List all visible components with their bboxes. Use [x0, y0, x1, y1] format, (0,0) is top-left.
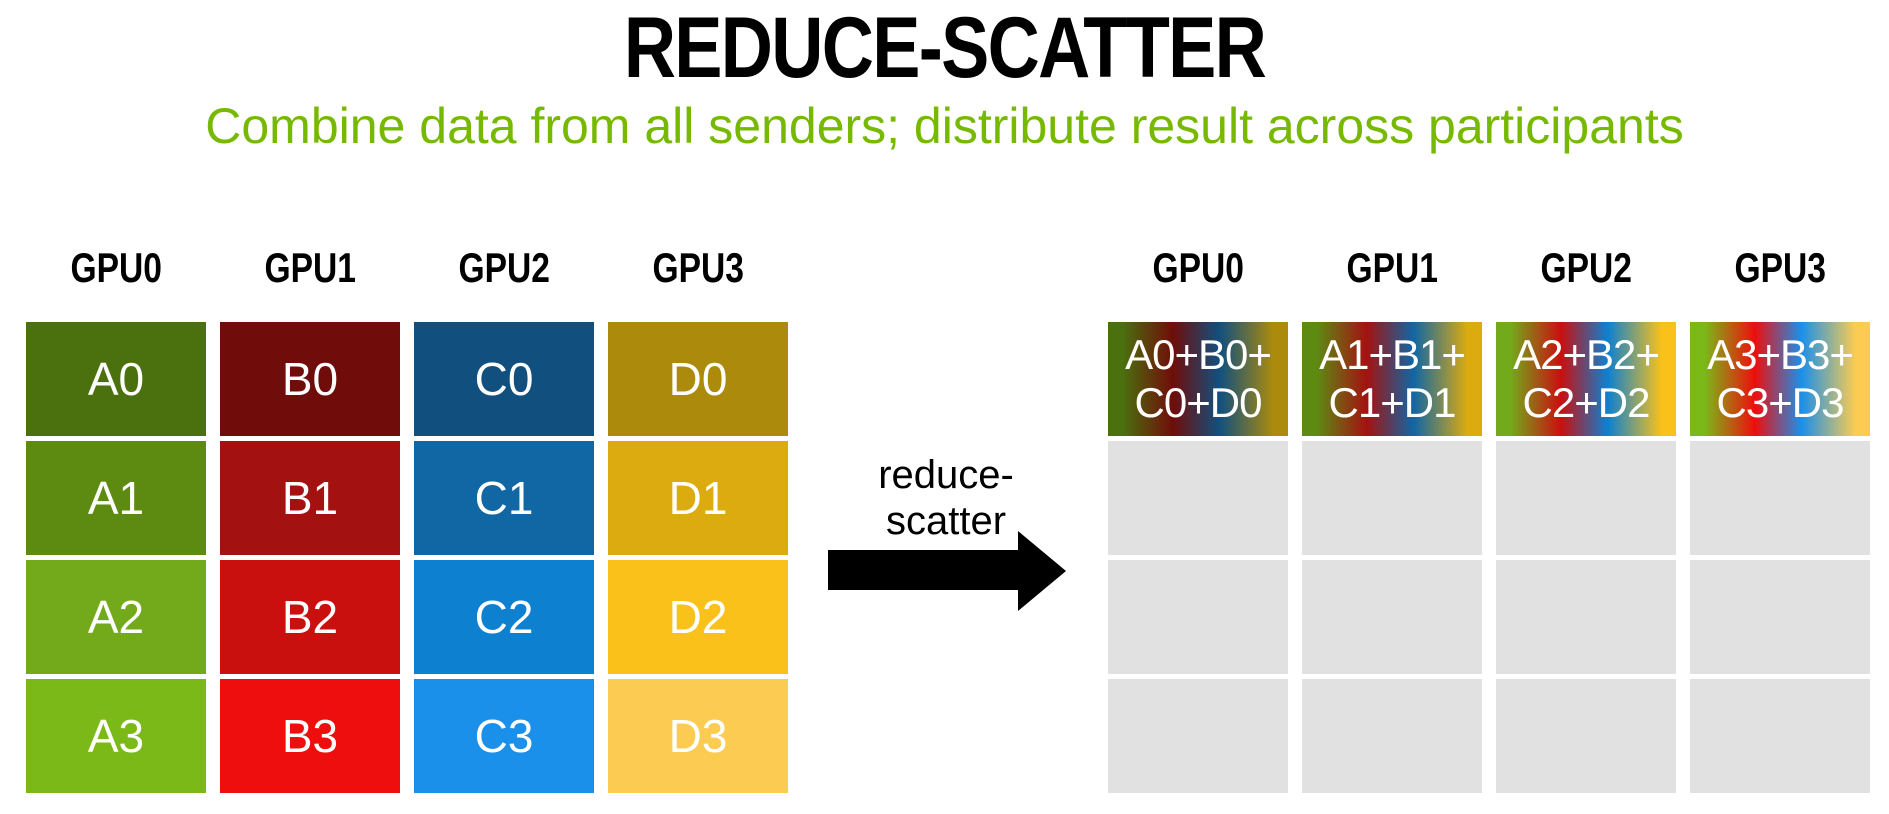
cell-label: B3	[281, 710, 339, 762]
left-header-gpu1: GPU1	[220, 245, 400, 322]
cell-label: C3	[474, 710, 534, 762]
cell-label: B0	[281, 353, 339, 405]
cell-label: D0	[668, 353, 728, 405]
operation-label: reduce- scatter	[846, 452, 1046, 544]
cell-label: B2	[281, 591, 339, 643]
gpu-label: GPU1	[264, 244, 356, 291]
data-cell-d1: D1	[608, 441, 788, 555]
empty-cell	[1302, 560, 1482, 674]
input-cells-grid: A0 B0 C0 D0 A1 B1 C1 D1 A2 B2 C2 D2 A3 B…	[26, 322, 788, 793]
empty-cell	[1496, 679, 1676, 793]
cell-label: C1	[474, 472, 534, 524]
data-cell-d0: D0	[608, 322, 788, 436]
data-cell-d2: D2	[608, 560, 788, 674]
result-cells-grid: A0+B0+ C0+D0 A1+B1+ C1+D1 A2+B2+ C2+D2 A…	[1108, 322, 1870, 793]
data-cell-b3: B3	[220, 679, 400, 793]
cell-label: D1	[668, 472, 728, 524]
result-cell-gpu1: A1+B1+ C1+D1	[1302, 322, 1482, 436]
right-header-gpu2: GPU2	[1496, 245, 1676, 322]
result-cell-gpu2: A2+B2+ C2+D2	[1496, 322, 1676, 436]
cell-label: D2	[668, 591, 728, 643]
data-cell-c3: C3	[414, 679, 594, 793]
right-header-gpu3: GPU3	[1690, 245, 1870, 322]
left-header-gpu2: GPU2	[414, 245, 594, 322]
data-cell-a2: A2	[26, 560, 206, 674]
empty-cell	[1108, 441, 1288, 555]
gpu-label: GPU2	[1540, 244, 1632, 291]
cell-label: D3	[668, 710, 728, 762]
data-cell-a0: A0	[26, 322, 206, 436]
gpu-label: GPU0	[1152, 244, 1244, 291]
operation-label-line1: reduce-	[878, 453, 1014, 497]
cell-label: A3	[87, 710, 145, 762]
cell-label: A0	[87, 353, 145, 405]
data-cell-c1: C1	[414, 441, 594, 555]
right-gpu-headers: GPU0 GPU1 GPU2 GPU3	[1108, 245, 1870, 322]
data-cell-c2: C2	[414, 560, 594, 674]
result-line2: C1+D1	[1328, 379, 1457, 426]
result-line1: A0+B0+	[1125, 331, 1272, 378]
arrow-shaft	[828, 550, 1020, 590]
left-gpu-headers: GPU0 GPU1 GPU2 GPU3	[26, 245, 788, 322]
gpu-label: GPU1	[1346, 244, 1438, 291]
slide-subtitle: Combine data from all senders; distribut…	[205, 98, 1684, 154]
cell-label: A2	[87, 591, 145, 643]
gpu-label: GPU2	[458, 244, 550, 291]
empty-cell	[1496, 441, 1676, 555]
cell-label: C2	[474, 591, 534, 643]
cell-label: B1	[281, 472, 339, 524]
result-buffers-table: GPU0 GPU1 GPU2 GPU3 A0+B0+ C0+D0 A1+B1+ …	[1108, 245, 1870, 793]
right-header-gpu1: GPU1	[1302, 245, 1482, 322]
result-line1: A3+B3+	[1707, 331, 1854, 378]
result-line2: C0+D0	[1134, 379, 1263, 426]
data-cell-b1: B1	[220, 441, 400, 555]
data-cell-b0: B0	[220, 322, 400, 436]
slide-title: REDUCE-SCATTER	[623, 0, 1267, 96]
empty-cell	[1302, 679, 1482, 793]
left-header-gpu0: GPU0	[26, 245, 206, 322]
data-cell-a1: A1	[26, 441, 206, 555]
arrow-head	[1018, 531, 1066, 611]
gpu-label: GPU3	[1734, 244, 1826, 291]
data-cell-c0: C0	[414, 322, 594, 436]
gpu-label: GPU0	[70, 244, 162, 291]
empty-cell	[1690, 441, 1870, 555]
empty-cell	[1690, 679, 1870, 793]
result-line2: C2+D2	[1522, 379, 1651, 426]
gpu-label: GPU3	[652, 244, 744, 291]
data-cell-d3: D3	[608, 679, 788, 793]
result-line1: A1+B1+	[1319, 331, 1466, 378]
result-line2: C3+D3	[1716, 379, 1845, 426]
data-cell-b2: B2	[220, 560, 400, 674]
data-cell-a3: A3	[26, 679, 206, 793]
result-line1: A2+B2+	[1513, 331, 1660, 378]
cell-label: C0	[474, 353, 534, 405]
empty-cell	[1108, 560, 1288, 674]
left-header-gpu3: GPU3	[608, 245, 788, 322]
operation-label-line2: scatter	[885, 499, 1007, 543]
empty-cell	[1690, 560, 1870, 674]
empty-cell	[1496, 560, 1676, 674]
input-buffers-table: GPU0 GPU1 GPU2 GPU3 A0 B0 C0 D0 A1 B1 C1…	[26, 245, 788, 793]
empty-cell	[1302, 441, 1482, 555]
cell-label: A1	[87, 472, 145, 524]
result-cell-gpu0: A0+B0+ C0+D0	[1108, 322, 1288, 436]
result-cell-gpu3: A3+B3+ C3+D3	[1690, 322, 1870, 436]
right-header-gpu0: GPU0	[1108, 245, 1288, 322]
empty-cell	[1108, 679, 1288, 793]
